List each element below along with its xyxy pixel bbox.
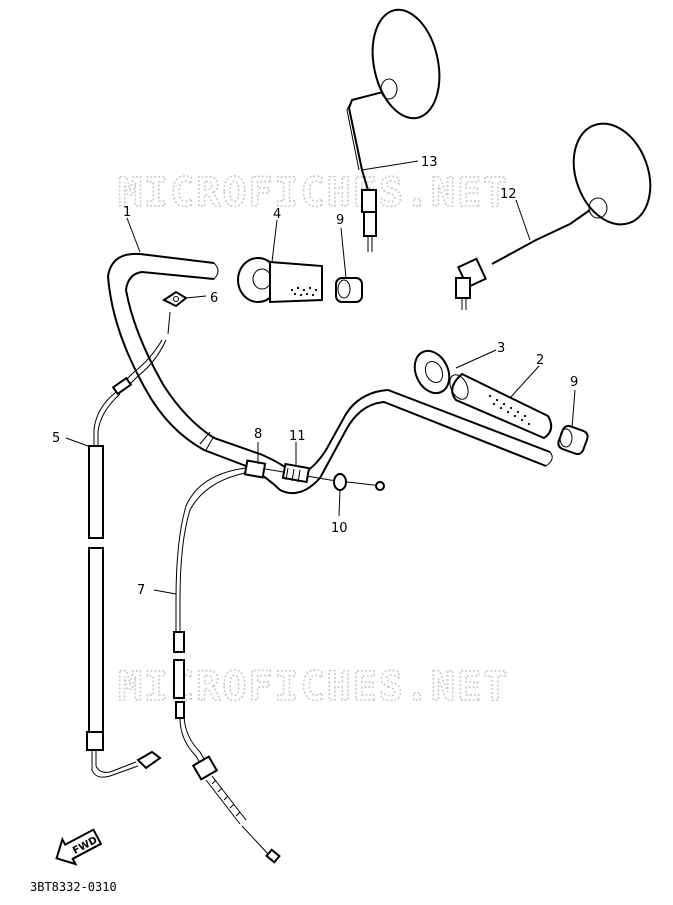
callout-4: 4 [273, 207, 281, 222]
grip-right-collar [413, 349, 451, 395]
bar-end-upper [335, 277, 363, 303]
callout-9-lower: 9 [570, 375, 578, 390]
grip-left [237, 257, 323, 304]
callout-2: 2 [536, 353, 544, 368]
mirror-right [455, 122, 652, 310]
watermark-top: MICROFICHES.NET [118, 170, 509, 216]
callout-11: 11 [289, 429, 306, 444]
mirror-left [346, 8, 441, 252]
fwd-arrow-icon: FWD [55, 828, 103, 866]
callout-12: 12 [500, 187, 517, 202]
callout-3: 3 [497, 341, 505, 356]
callout-1: 1 [123, 205, 131, 220]
callout-10: 10 [331, 521, 348, 536]
leader-lines [65, 160, 576, 595]
callout-8: 8 [254, 427, 262, 442]
callout-5: 5 [52, 431, 60, 446]
handlebar [106, 252, 553, 494]
grip-right [449, 372, 553, 440]
clutch-cable-5 [86, 311, 171, 778]
clamp-6 [162, 290, 188, 308]
callout-7: 7 [137, 583, 145, 598]
throttle-cable-7 [173, 459, 385, 864]
callout-9-upper: 9 [336, 213, 344, 228]
diagram-code: 3BT8332-0310 [30, 880, 117, 894]
callout-6: 6 [210, 291, 218, 306]
bar-end-lower [557, 424, 589, 456]
callout-13: 13 [421, 155, 438, 170]
